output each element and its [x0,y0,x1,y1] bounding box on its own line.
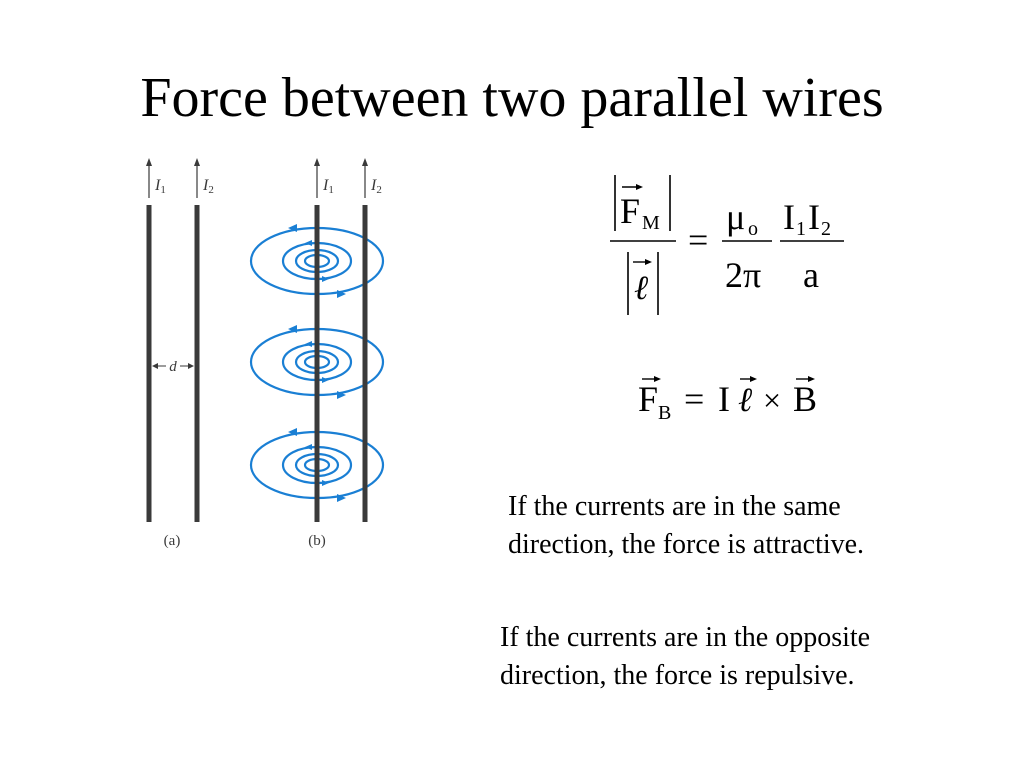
label-b-i2: I2 [370,177,382,196]
note-attractive-line-1: If the currents are in the same [508,491,841,522]
mu-subscript: o [748,218,758,240]
current-1-sub: 1 [796,218,806,240]
parallel-wires-svg: I1 I2 d (a) [146,158,385,549]
label-separation: d [169,359,177,375]
length-symbol: ℓ [634,270,648,307]
lorentz-current: I [718,379,730,419]
arrowhead-b1 [314,158,320,166]
note-attractive: If the currents are in the same directio… [508,488,864,564]
lorentz-force-symbol: F [638,379,658,419]
mu-symbol: μ [726,197,745,237]
lorentz-equals: = [684,379,704,419]
equals-sign: = [688,220,708,260]
two-pi: 2π [725,255,761,295]
panel-a: I1 I2 d (a) [146,158,214,549]
panel-b: I1 I2 (b) [249,158,385,549]
lorentz-cross: × [763,382,781,418]
caption-a: (a) [164,533,181,549]
label-b-i1: I1 [322,177,334,196]
force-subscript: M [642,212,660,234]
current-2: I [808,197,820,237]
note-attractive-line-2: direction, the force is attractive. [508,529,865,560]
note-repulsive: If the currents are in the opposite dire… [500,619,870,695]
page-title: Force between two parallel wires [140,67,884,129]
lorentz-field: B [793,379,817,419]
arrowhead-a1 [146,158,152,166]
note-repulsive-line-1: If the currents are in the opposite [500,622,871,653]
separation-arrow-right [188,363,194,369]
lorentz-force-subscript: B [658,402,671,424]
force-per-length-equation: F M ℓ = μ o 2π I 1 I 2 a [600,165,860,325]
lorentz-length: ℓ [738,382,752,419]
label-a-i2: I2 [202,177,214,196]
arrowhead-b2 [362,158,368,166]
distance-symbol: a [803,255,819,295]
separation-arrow-left [152,363,158,369]
arrowhead-a2 [194,158,200,166]
lorentz-force-equation: F B = I ℓ × B [630,365,830,435]
force-symbol: F [620,191,640,231]
label-a-i1: I1 [154,177,166,196]
field-arrowheads [288,224,346,502]
current-1: I [783,197,795,237]
caption-b: (b) [308,533,326,549]
parallel-wires-figure: I1 I2 d (a) [120,150,420,560]
note-repulsive-line-2: direction, the force is repulsive. [500,660,855,691]
current-2-sub: 2 [821,218,831,240]
